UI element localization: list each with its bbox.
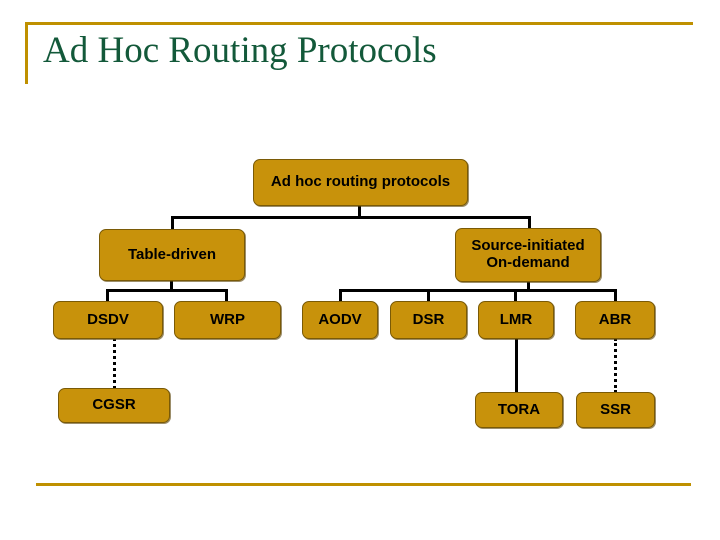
node-lmr[interactable]: LMR (478, 301, 554, 339)
node-dsdv-label: DSDV (87, 310, 129, 328)
connector-table-driven-to-dsdv (106, 289, 109, 302)
connector-table-driven-bar (106, 289, 228, 292)
page-title: Ad Hoc Routing Protocols (43, 30, 437, 71)
node-source-initiated-line2: On-demand (486, 254, 570, 271)
node-wrp[interactable]: WRP (174, 301, 281, 339)
connector-table-driven-to-wrp (225, 289, 228, 302)
node-ssr[interactable]: SSR (576, 392, 655, 428)
title-top-rule (25, 22, 693, 25)
connector-source-initiated-to-aodv (339, 289, 342, 302)
footer-rule (36, 483, 691, 486)
node-aodv-label: AODV (318, 310, 362, 328)
node-abr-label: ABR (598, 310, 632, 328)
node-wrp-label: WRP (210, 310, 245, 328)
connector-dsdv-to-cgsr (113, 338, 116, 389)
node-table-driven-label: Table-driven (127, 245, 217, 263)
connector-root-stem (358, 205, 361, 219)
node-lmr-label: LMR (499, 310, 533, 328)
node-abr[interactable]: ABR (575, 301, 655, 339)
connector-lmr-to-tora (515, 338, 518, 393)
connector-source-initiated-to-dsr (427, 289, 430, 302)
node-source-initiated-line1: Source-initiated (471, 237, 585, 255)
title-left-rule (25, 22, 28, 84)
connector-abr-to-ssr (614, 338, 617, 393)
node-root-label: Ad hoc routing protocols (270, 173, 451, 191)
connector-source-initiated-to-lmr (514, 289, 517, 302)
connector-source-initiated-to-abr (614, 289, 617, 302)
connector-root-to-source-initiated (528, 216, 531, 229)
connector-source-initiated-bar (339, 289, 617, 292)
node-cgsr[interactable]: CGSR (58, 388, 170, 423)
node-dsdv[interactable]: DSDV (53, 301, 163, 339)
node-dsr-label: DSR (412, 310, 445, 328)
node-dsr[interactable]: DSR (390, 301, 467, 339)
node-source-initiated[interactable]: Source-initiated On-demand (455, 228, 601, 282)
connector-root-bar (171, 216, 531, 219)
connector-source-initiated-stem (527, 281, 530, 290)
node-cgsr-label: CGSR (92, 396, 136, 414)
node-root[interactable]: Ad hoc routing protocols (253, 159, 468, 206)
connector-table-driven-stem (170, 280, 173, 290)
node-table-driven[interactable]: Table-driven (99, 229, 245, 281)
connector-root-to-table-driven (171, 216, 174, 229)
node-tora-label: TORA (497, 400, 541, 418)
node-tora[interactable]: TORA (475, 392, 563, 428)
node-ssr-label: SSR (600, 400, 631, 418)
node-source-initiated-label: Source-initiated On-demand (456, 237, 600, 272)
node-aodv[interactable]: AODV (302, 301, 378, 339)
